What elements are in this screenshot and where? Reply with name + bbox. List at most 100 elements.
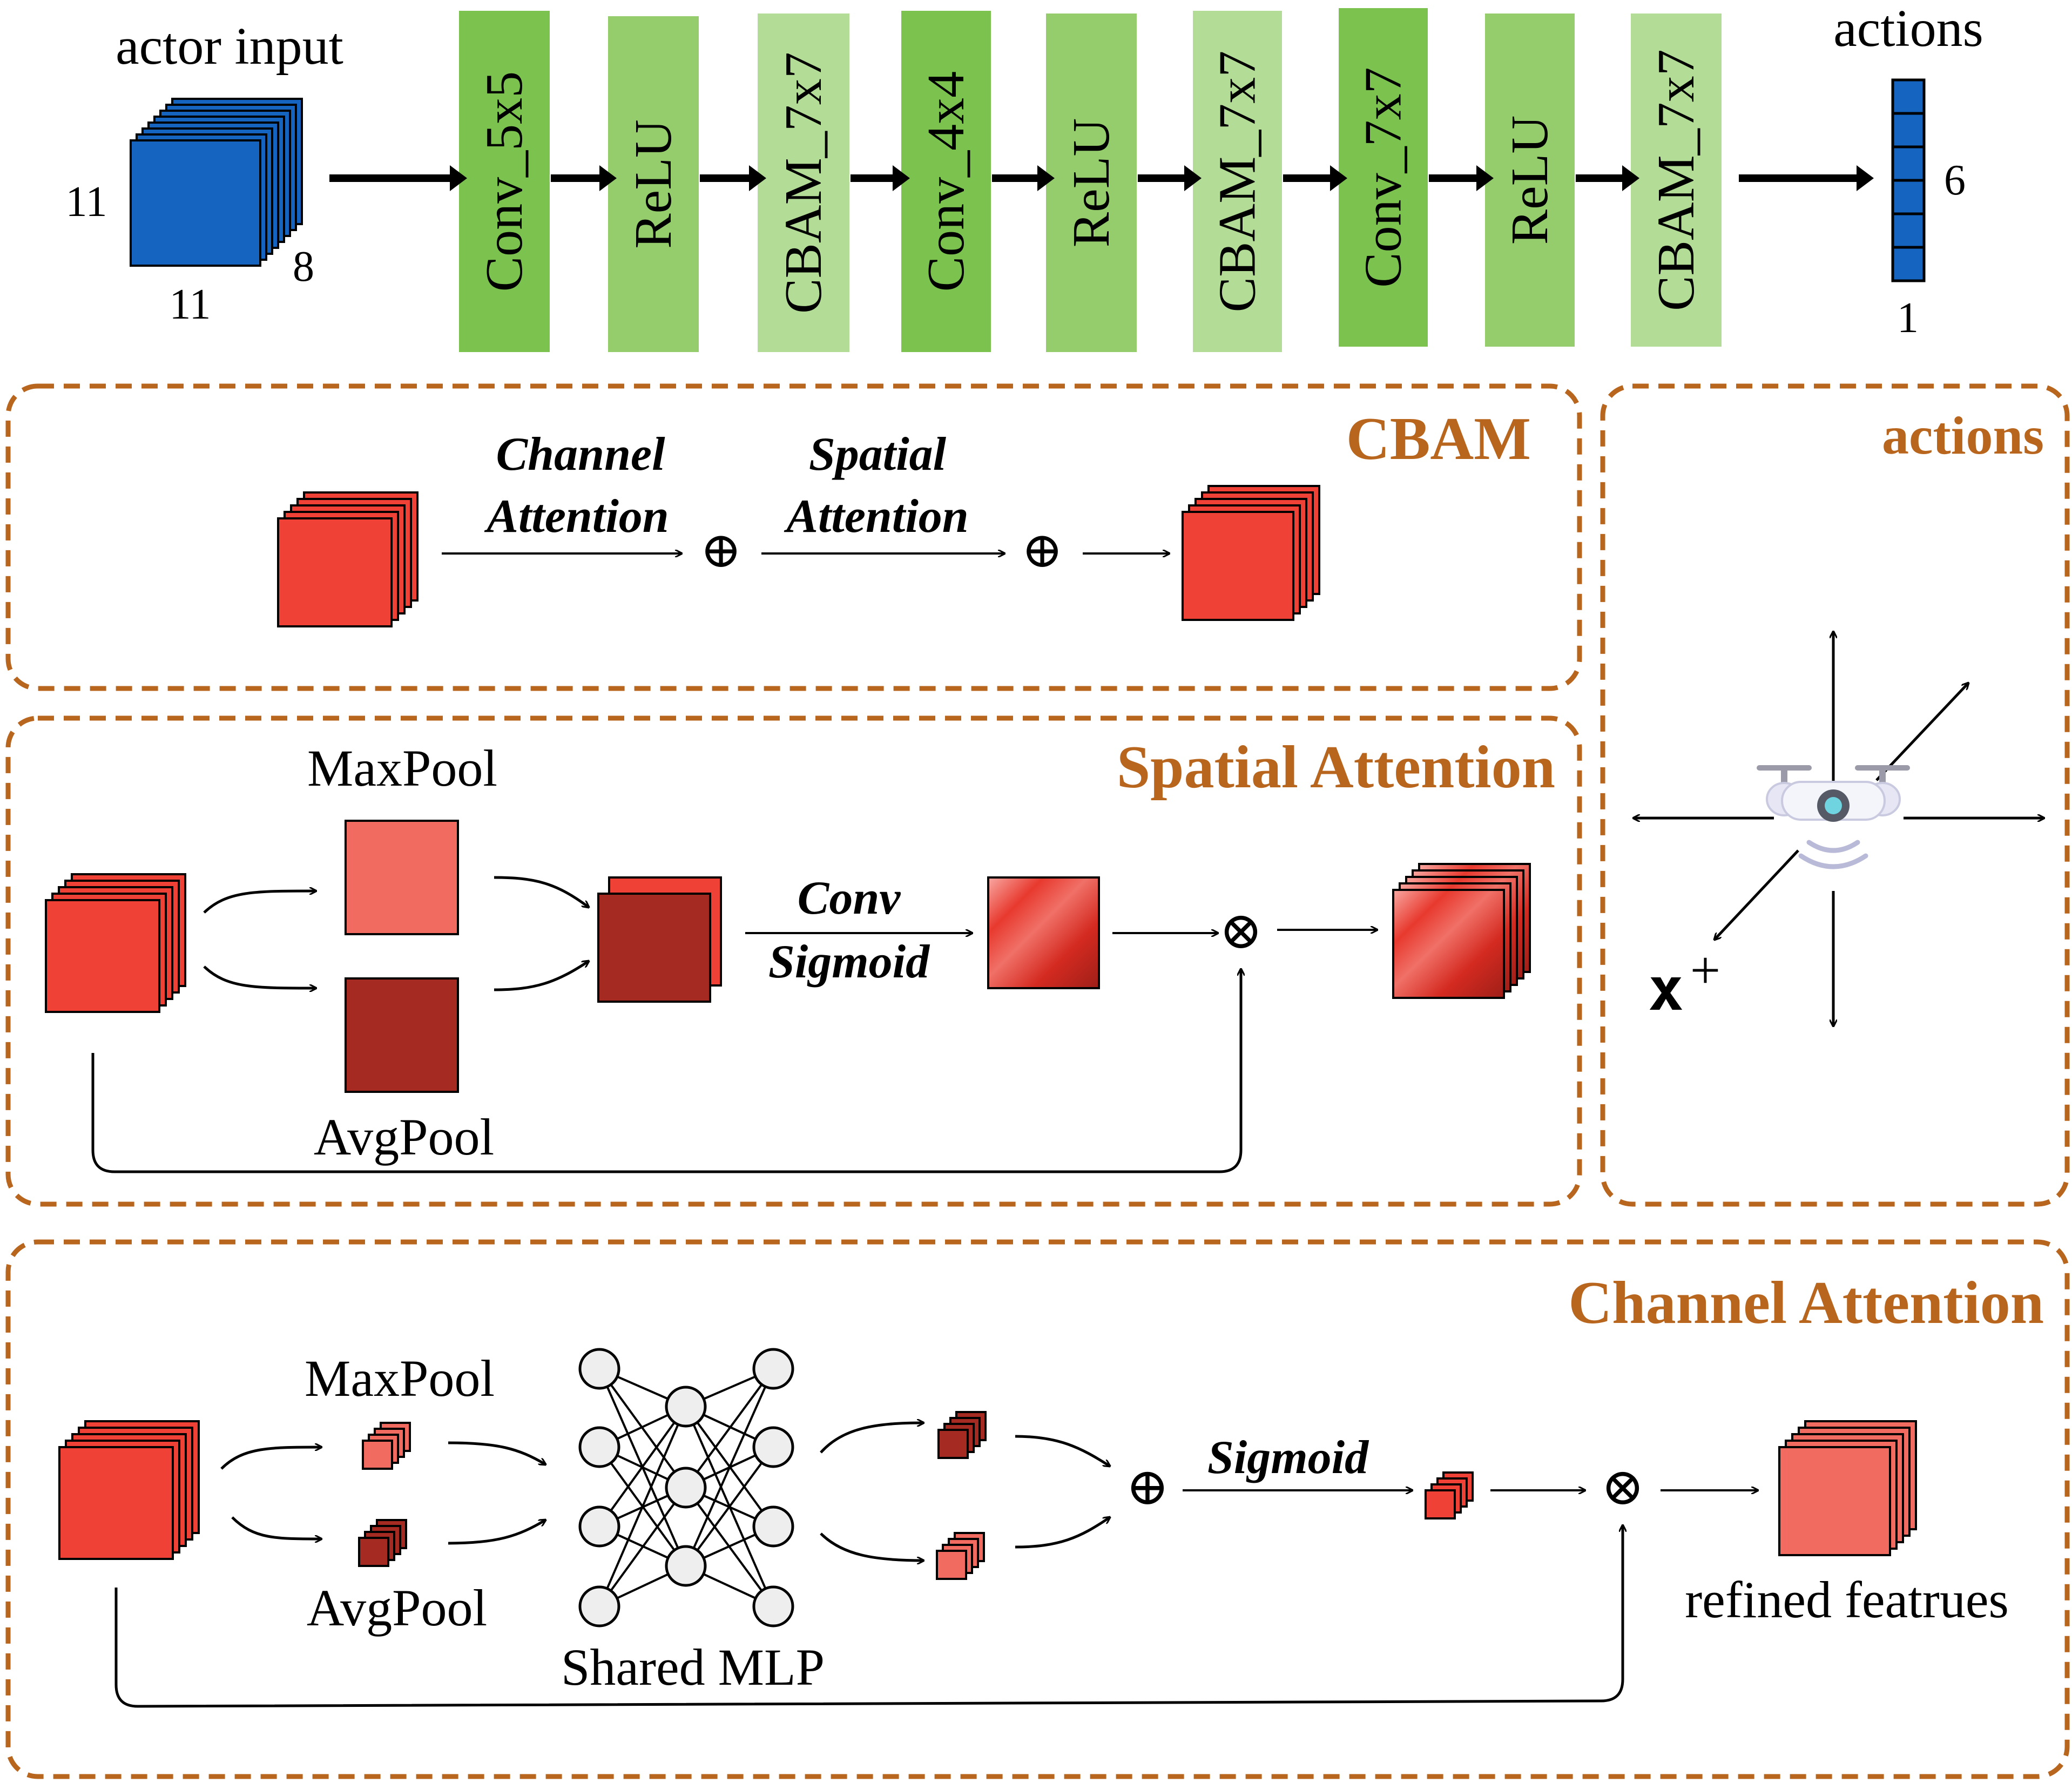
channel-attention-vector (1425, 1471, 1474, 1519)
mlp-node-2-3 (665, 1545, 707, 1587)
channel-output-layer (1778, 1446, 1891, 1556)
spatial-output-stack (1392, 863, 1531, 999)
axis-label-x: x (1648, 955, 1684, 1024)
mlp-node-2-1 (665, 1386, 707, 1428)
pipeline-arrowhead-5 (1037, 165, 1055, 191)
sp-arrow-from-avgpool (494, 961, 589, 991)
pipeline-arrowhead-6 (1184, 165, 1202, 191)
output-cell-1 (1891, 78, 1926, 115)
cbam-input-layer (277, 517, 393, 627)
cbam-add-op-2: ⊕ (1021, 523, 1063, 578)
mlp-edge (685, 1368, 774, 1489)
ch-arrow-to-avgpool (231, 1516, 321, 1539)
layer-block-2 (608, 16, 699, 352)
mlp-node-3-4 (752, 1585, 794, 1627)
actions-section: actions x + (1634, 406, 2044, 1026)
pipeline-arrowhead-2 (599, 165, 617, 191)
output-size-label: 6 (1944, 157, 1966, 204)
ch-arrow-to-add-top (1015, 1435, 1110, 1466)
layer-block-5 (1046, 13, 1137, 352)
channel-mul-op: ⊗ (1601, 1458, 1644, 1516)
channel-mlp-output-bottom (936, 1532, 985, 1580)
channel-maxpool-vector (362, 1422, 411, 1470)
channel-mlp-bottom-layer (936, 1550, 967, 1580)
spatial-conv-label: Conv (798, 872, 901, 924)
mlp-node-3-2 (752, 1426, 794, 1468)
layer-block-1 (459, 11, 550, 352)
cbam-panel (5, 383, 1582, 691)
layer-label-6: CBAM_7x7 (1209, 51, 1267, 313)
mlp-edge (598, 1406, 687, 1607)
sp-arrow-to-maxpool (203, 891, 316, 914)
pipeline-arrowhead-8 (1476, 165, 1494, 191)
channel-maxpool-layer (362, 1440, 393, 1470)
spatial-mul-op: ⊗ (1219, 902, 1263, 960)
cbam-section: CBAM Channel Attention ⊕ Spatial Attenti… (277, 406, 1531, 627)
pipeline-arrowhead-3 (749, 165, 766, 191)
layer-label-9: CBAM_7x7 (1647, 49, 1705, 311)
output-width-label: 1 (1897, 294, 1919, 342)
mlp-edge (685, 1368, 774, 1566)
concat-map-front (597, 893, 711, 1003)
channel-avgpool-label: AvgPool (307, 1579, 487, 1637)
mlp-node-2-2 (665, 1467, 707, 1509)
pipeline-arrowhead-10 (1857, 165, 1874, 191)
output-cell-6 (1891, 246, 1926, 282)
spatial-skip-connection (91, 969, 1241, 1173)
spatial-maxpool-label: MaxPool (307, 739, 497, 797)
cbam-step1-line2: Attention (484, 490, 669, 543)
channel-attention-layer (1425, 1489, 1456, 1519)
layer-label-8: ReLU (1501, 116, 1559, 245)
channel-avgpool-layer (358, 1537, 389, 1567)
drone-icon (1757, 765, 1910, 869)
channel-output-stack (1778, 1420, 1917, 1556)
channel-mlp-label: Shared MLP (561, 1638, 825, 1696)
ch-arrow-to-add-bottom (1015, 1517, 1110, 1549)
spatial-output-layer (1392, 889, 1505, 999)
cbam-input-stack (277, 491, 419, 627)
mlp-node-1-2 (578, 1426, 620, 1468)
cbam-add-op-1: ⊕ (700, 523, 741, 578)
cbam-output-layer (1182, 511, 1294, 621)
ch-arrow-out-mlp-top (820, 1423, 923, 1454)
layer-block-9 (1631, 13, 1722, 347)
mlp-edge (685, 1446, 774, 1567)
channel-mlp-output-top (937, 1411, 987, 1459)
layer-label-3: CBAM_7x7 (774, 52, 833, 314)
ch-arrow-into-mlp-top (448, 1441, 545, 1464)
mlp-edge (598, 1487, 687, 1608)
ch-arrow-to-maxpool (220, 1447, 321, 1470)
spatial-avgpool-label: AvgPool (314, 1108, 494, 1166)
output-cell-3 (1891, 145, 1926, 182)
cbam-step2-line1: Spatial (809, 428, 947, 481)
cbam-title: CBAM (1346, 406, 1531, 472)
mlp-node-1-1 (578, 1348, 620, 1390)
arrow-diag-up (1875, 683, 1968, 781)
spatial-maxpool-map (345, 820, 459, 935)
cbam-step2-line2: Attention (784, 490, 968, 543)
pipeline-arrowhead-7 (1330, 165, 1347, 191)
channel-mlp-top-layer (937, 1429, 969, 1459)
spatial-panel (5, 715, 1582, 1207)
spatial-sigmoid-label: Sigmoid (768, 936, 930, 988)
layer-block-3 (758, 13, 849, 352)
mlp-edge (598, 1406, 687, 1528)
layer-arrows (329, 165, 1874, 191)
layer-block-4 (901, 11, 991, 352)
sp-arrow-to-avgpool (203, 965, 316, 988)
layer-block-8 (1485, 13, 1575, 347)
input-label: actor input (116, 17, 343, 76)
actions-panel (1600, 383, 2070, 1207)
cbam-output-stack (1182, 485, 1320, 621)
layer-label-2: ReLU (624, 119, 683, 249)
input-tensor-stack (130, 98, 303, 267)
layer-block-6 (1193, 11, 1282, 352)
channel-skip-connection (114, 1525, 1623, 1708)
axis-arrows (1634, 632, 2044, 1026)
layer-label-1: Conv_5x5 (475, 71, 534, 292)
spatial-attention-map (987, 876, 1100, 989)
spatial-input-stack (45, 873, 186, 1013)
spatial-title: Spatial Attention (1117, 734, 1555, 801)
